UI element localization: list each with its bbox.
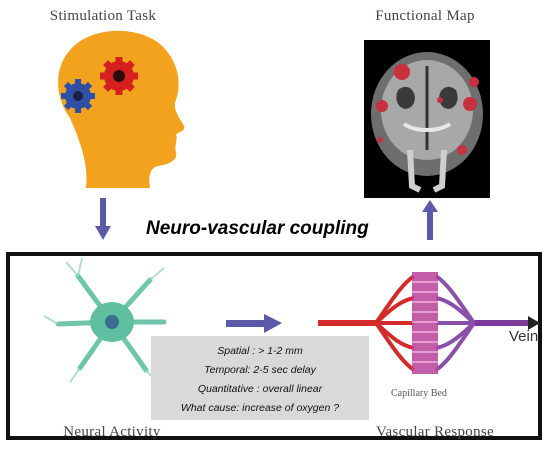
coupling-properties-box: Spatial : > 1-2 mm Temporal: 2-5 sec del…	[151, 336, 369, 420]
neural-activity-label: Neural Activity	[12, 424, 212, 441]
property-spatial: Spatial : > 1-2 mm	[151, 342, 369, 361]
vein-label: Vein	[509, 328, 538, 345]
vascular-response-label: Vascular Response	[330, 424, 540, 441]
property-cause: What cause: increase of oxygen ?	[151, 399, 369, 418]
property-quantitative: Quantitative : overall linear	[151, 380, 369, 399]
property-temporal: Temporal: 2-5 sec delay	[151, 361, 369, 380]
capillary-bed-label: Capillary Bed	[391, 388, 447, 399]
